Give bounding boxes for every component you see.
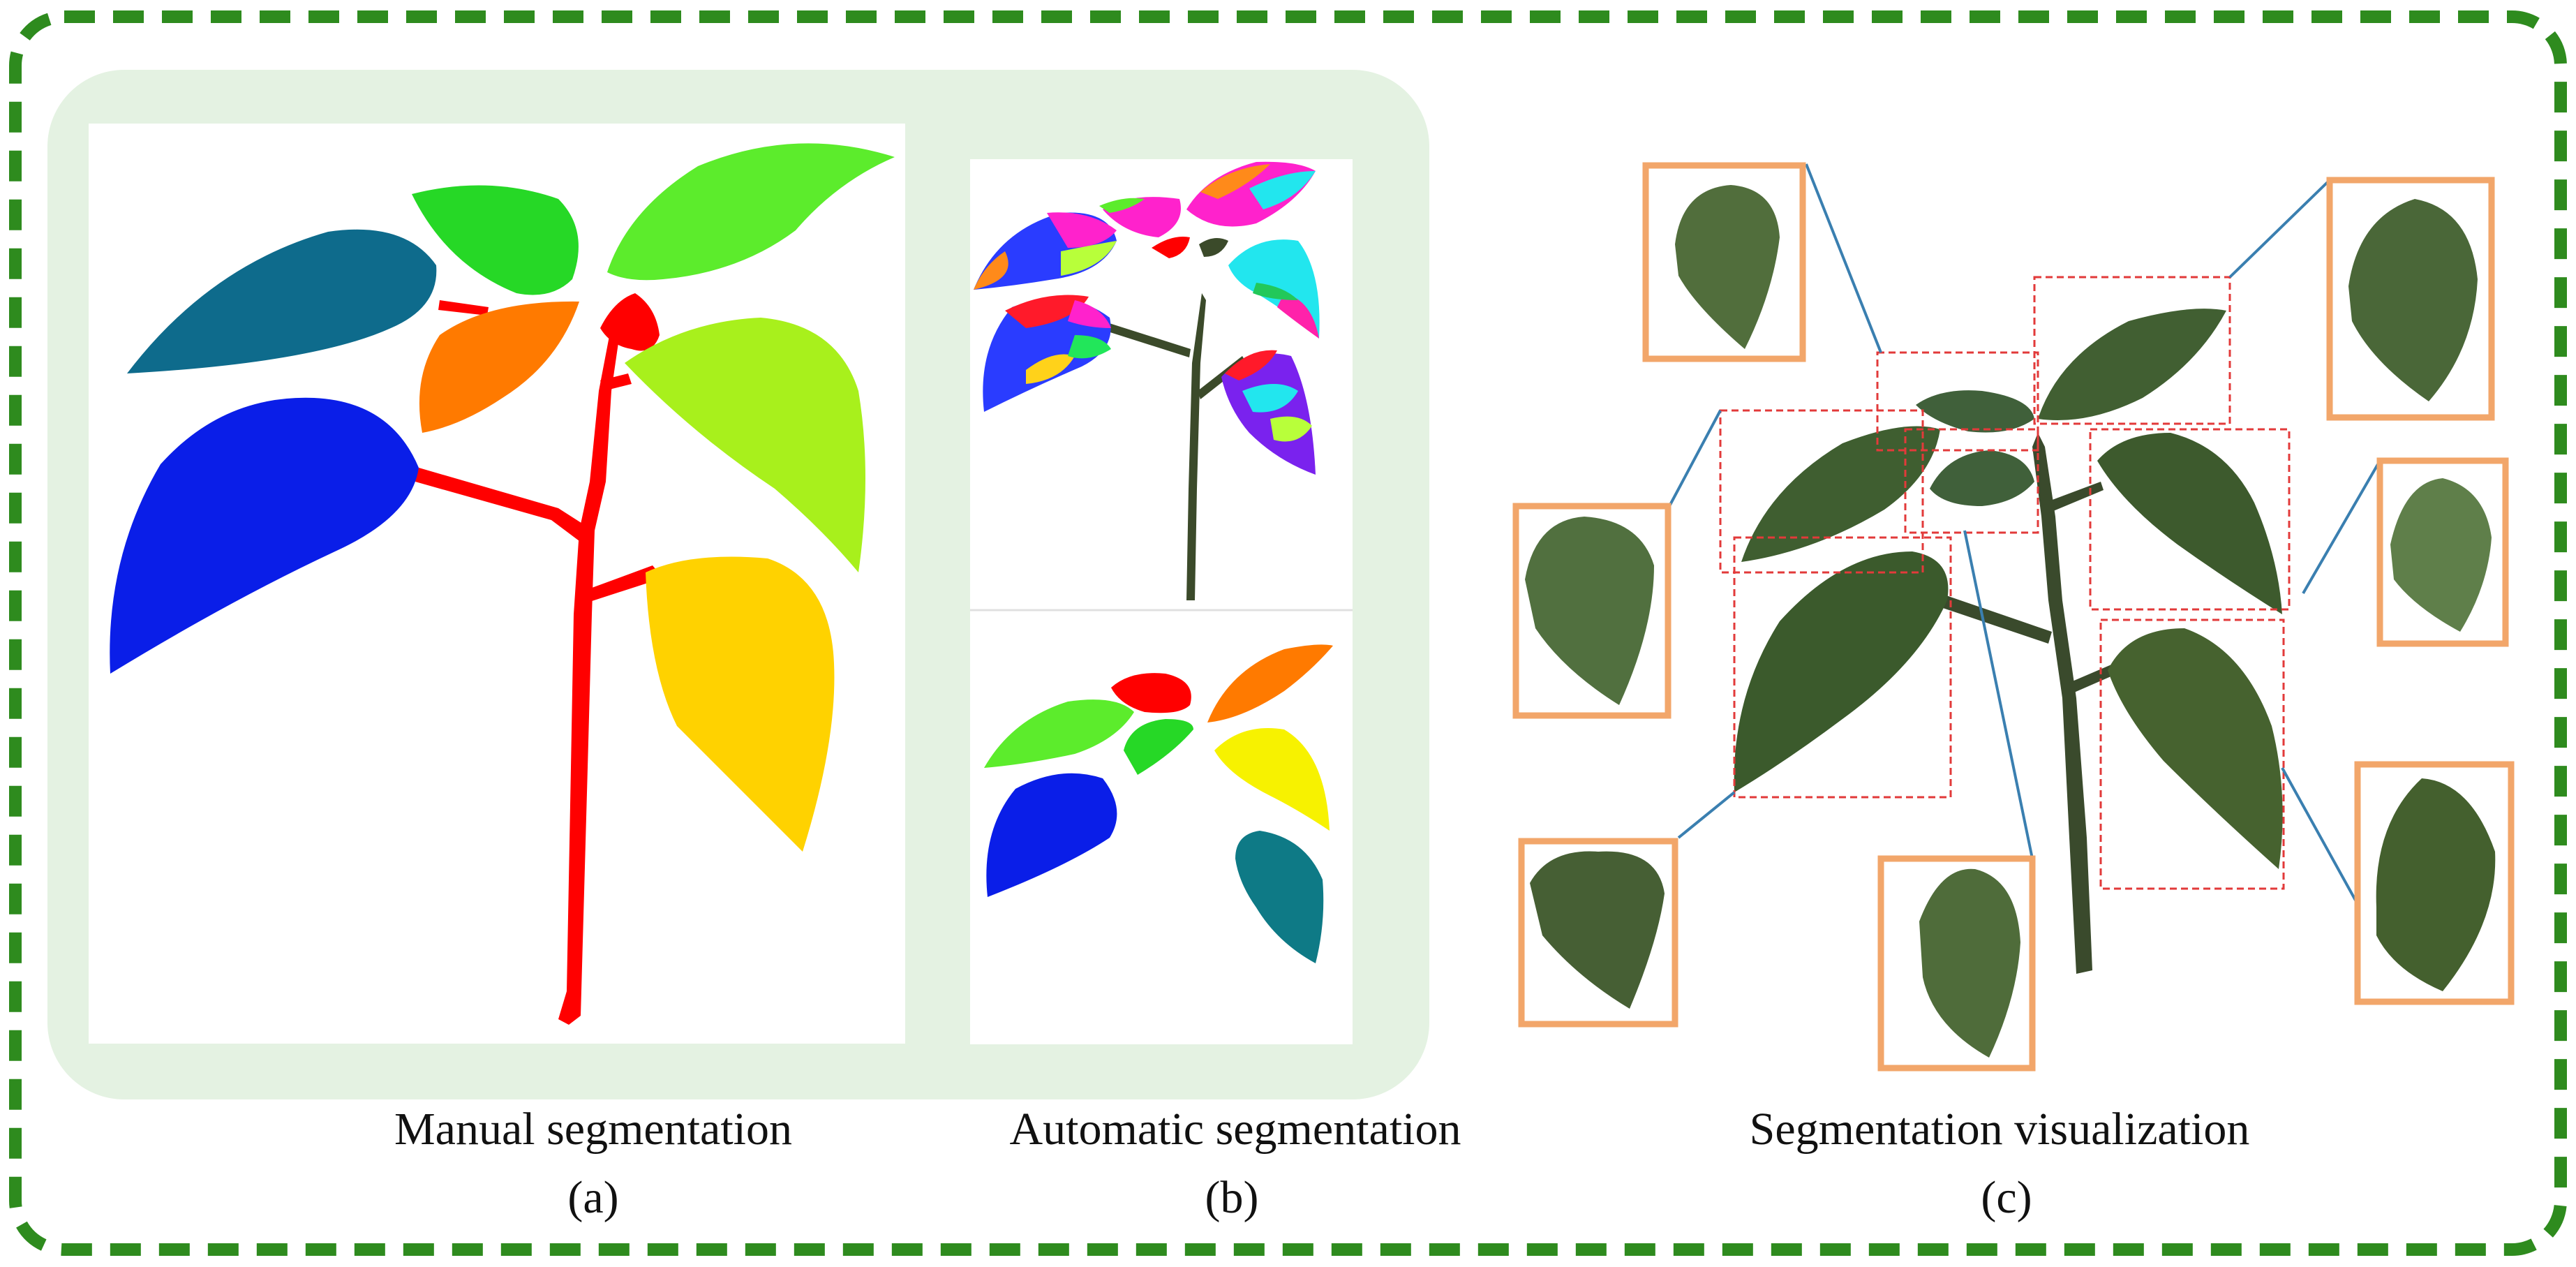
central-branch-left	[1937, 593, 2052, 644]
crop-leaf-5	[1530, 851, 1665, 1009]
auto-inst-leaf-green	[1124, 719, 1193, 775]
auto-leaf-mid-left-red	[1005, 295, 1089, 328]
dotted-box-7	[2099, 618, 2285, 890]
connector-5	[1677, 791, 1736, 839]
manual-leaf-lime-top	[607, 143, 895, 281]
crop-leaf-7	[2376, 778, 2496, 991]
manual-leaf-blue	[110, 397, 419, 674]
auto-inst-leaf-blue	[986, 773, 1117, 897]
panel-a-manual-segmentation	[89, 124, 905, 1044]
panel-c-segmentation-visualization	[1512, 162, 2515, 1072]
auto-inst-leaf-lime	[984, 699, 1134, 768]
crop-leaf-2	[2348, 199, 2478, 401]
manual-stem	[558, 300, 639, 1025]
panel-b-upper-plant	[974, 161, 1320, 600]
crop-leaf-1	[1675, 185, 1780, 349]
auto-branch-left	[1101, 321, 1191, 357]
caption-a-letter: (a)	[567, 1172, 619, 1223]
connectors	[1668, 163, 2381, 905]
connector-1	[1805, 163, 1882, 353]
auto-leaf-mid-left	[983, 299, 1111, 412]
auto-leaf-mid-right-magenta	[1277, 293, 1319, 339]
manual-branch-right-lower	[586, 565, 663, 602]
auto-leaf-mid-left-yellow	[1026, 354, 1075, 384]
connector-2	[2228, 179, 2331, 279]
central-branch-upper	[2045, 482, 2104, 513]
dotted-box-1	[1876, 351, 2039, 452]
crop-boxes	[1512, 162, 2515, 1072]
auto-leaf-upperleft-orange	[974, 251, 1008, 290]
auto-inst-leaf-orange	[1207, 644, 1333, 723]
crop-box-5	[1518, 838, 1678, 1028]
central-branch-right	[2066, 663, 2119, 695]
auto-leaf-lower-right-cyan	[1242, 384, 1298, 413]
crop-box-6	[1877, 855, 2036, 1072]
caption-c-letter: (c)	[1981, 1172, 2032, 1223]
manual-leaf-teal	[127, 229, 437, 373]
plant-leaf-right-lower	[2108, 628, 2283, 869]
caption-c-title: Segmentation visualization	[1749, 1104, 2250, 1155]
manual-leaf-red-small	[600, 293, 660, 351]
auto-leaf-mid-left-magenta	[1068, 300, 1111, 328]
auto-inst-leaf-red	[1111, 673, 1191, 713]
plant-leaf-upper-left-big	[1741, 426, 1940, 562]
central-stem	[2032, 433, 2092, 974]
dotted-box-4	[1904, 428, 2039, 534]
manual-leaf-green	[412, 185, 579, 295]
manual-branch-upper-left	[438, 300, 489, 316]
crop-box-2	[2326, 177, 2495, 421]
central-plant	[1734, 309, 2283, 974]
crop-box-3	[1512, 503, 1672, 719]
auto-leaf-lower-right-red	[1225, 350, 1277, 380]
plant-leaf-top-right	[2038, 309, 2226, 420]
plant-leaf-top-small	[1916, 390, 2034, 433]
crop-box-1	[1642, 162, 1806, 362]
plant-leaf-right-upper	[2097, 433, 2282, 614]
dotted-box-3	[1719, 409, 1924, 574]
auto-leaf-upperleft-magenta	[1047, 212, 1117, 248]
plant-leaf-left-large	[1734, 551, 1949, 792]
manual-leaf-yellow	[646, 556, 835, 852]
manual-leaf-orange	[419, 301, 579, 433]
auto-inst-leaf-yellow	[1214, 728, 1330, 831]
caption-a-title: Manual segmentation	[394, 1104, 793, 1155]
auto-leaf-top-center-lime	[1099, 198, 1145, 213]
manual-leaf-yellowgreen	[625, 318, 865, 572]
crop-leaf-3	[1525, 517, 1654, 705]
crop-leaf-4	[2390, 478, 2492, 632]
auto-inst-leaf-teal	[1235, 831, 1324, 963]
connector-7	[2281, 767, 2359, 905]
connector-3	[1668, 410, 1722, 507]
dotted-boxes	[1719, 276, 2291, 890]
auto-leaf-lower-right-lime	[1270, 416, 1312, 442]
auto-leaf-upperleft-lime	[1061, 241, 1117, 276]
manual-branch-left-lower	[415, 468, 593, 541]
panel-b-automatic-segmentation	[970, 159, 1353, 1044]
auto-stem-upper	[1186, 293, 1206, 600]
connector-6	[1963, 530, 2034, 859]
dotted-box-6	[1733, 536, 1952, 799]
caption-b-title: Automatic segmentation	[1009, 1104, 1461, 1155]
auto-leaf-mid-right-green	[1253, 283, 1298, 300]
panel-b-lower-leaves	[984, 644, 1333, 963]
connector-4	[2302, 459, 2381, 595]
outer-dashed-frame	[9, 10, 2567, 1256]
auto-leaf-top-right-orange	[1200, 164, 1270, 199]
plant-leaf-mid-small	[1930, 450, 2034, 506]
auto-leaf-small-red	[1152, 237, 1190, 258]
auto-leaf-lower-right	[1221, 353, 1316, 475]
dotted-box-2	[2033, 276, 2231, 425]
crop-box-4	[2376, 457, 2509, 647]
auto-leaf-top-right-cyan	[1249, 171, 1316, 209]
auto-leaf-mid-left-green	[1068, 335, 1111, 359]
manual-branch-right-upper	[600, 373, 632, 391]
crop-box-7	[2354, 761, 2515, 1005]
caption-b-letter: (b)	[1205, 1172, 1259, 1223]
crop-leaf-6	[1919, 868, 2020, 1058]
auto-leaf-small-dark	[1199, 238, 1228, 257]
